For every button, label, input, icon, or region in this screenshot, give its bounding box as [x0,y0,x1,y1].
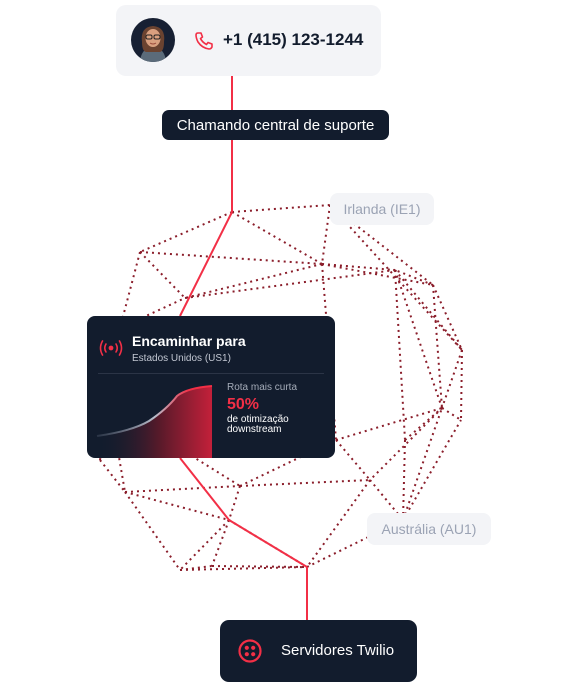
person-avatar-icon [131,18,175,62]
mesh-edge [184,263,323,299]
mesh-edge [211,565,308,568]
route-line-node-to-card [179,211,233,317]
mesh-edge [394,269,434,286]
mesh-edge [139,251,186,299]
mesh-edge [124,485,241,493]
optimization-text: de otimização downstream [227,414,289,435]
mesh-edge [124,491,181,571]
servers-label: Servidores Twilio [281,642,395,659]
region-australia-label: Austrália (AU1) [367,513,491,545]
mesh-edge [139,251,323,265]
route-line-node-to-hub [228,519,308,568]
mesh-edge [329,204,434,286]
mesh-edge [335,439,371,481]
calling-support-label: Chamando central de suporte [162,110,389,140]
mesh-edge [239,479,371,487]
mesh-edge [402,439,406,521]
mesh-edge [228,485,241,521]
mesh-edge [321,263,396,271]
mesh-edge [394,269,443,409]
mesh-edge [321,204,331,265]
mesh-edge [335,407,443,441]
mesh-edge [441,407,462,421]
mesh-edge [402,407,443,521]
route-card: Encaminhar para Estados Unidos (US1) Rot… [87,316,335,458]
mesh-edge [404,407,443,441]
caller-phone-number: +1 (415) 123-1244 [223,30,364,49]
route-subtitle: Estados Unidos (US1) [132,353,231,364]
caller-card: +1 (415) 123-1244 [116,5,381,76]
route-title: Encaminhar para [132,333,246,349]
shortest-route-label: Rota mais curta [227,382,298,393]
twilio-servers-card: Servidores Twilio [220,620,417,682]
phone-icon [195,32,213,50]
mesh-edge [329,204,463,351]
mesh-edge [109,404,126,493]
mesh-edge [432,284,443,409]
route-optimization-graph [96,385,213,458]
mesh-edge [184,269,396,299]
mesh-edge [231,204,331,213]
optimization-percent: 50% [227,396,260,413]
mesh-edge [402,419,462,521]
mesh-edge [179,519,230,571]
broadcast-signal-icon [99,340,123,356]
twilio-logo-icon [238,639,262,663]
mesh-edge [441,349,463,409]
region-ireland-label: Irlanda (IE1) [330,193,434,225]
mesh-edge [321,263,434,286]
mesh-edge [306,479,371,568]
route-divider [98,373,324,374]
mesh-edge [394,269,406,441]
mesh-edge [211,519,230,567]
mesh-edge [179,565,213,571]
route-path [179,76,308,620]
route-line-card-to-node [179,457,230,521]
mesh-edge [99,459,126,493]
mesh-edge [369,407,443,481]
mesh-edge [139,211,233,253]
mesh-edge [119,251,141,329]
mesh-edge [124,491,230,521]
mesh-edge [460,349,463,421]
mesh-edge [231,211,323,265]
